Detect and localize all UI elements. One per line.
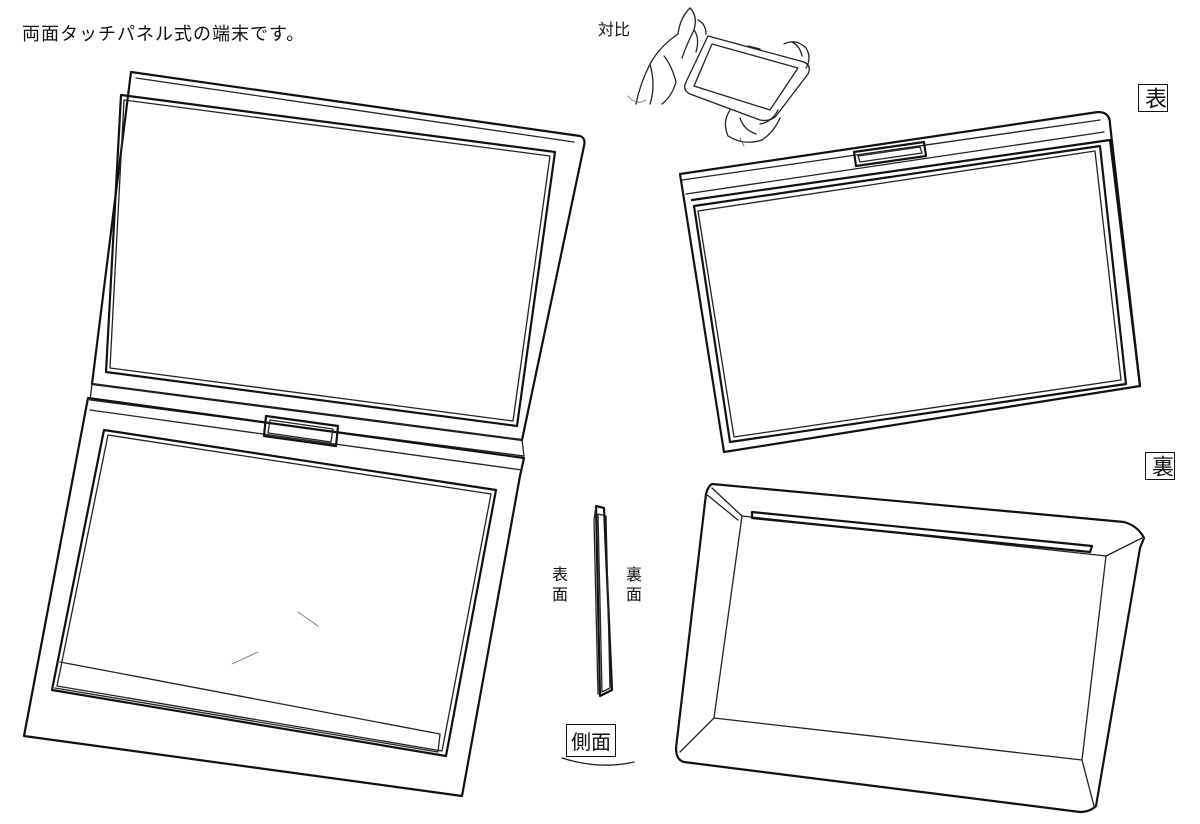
back-face-view — [674, 482, 1146, 814]
back-face-side-label: 裏面 — [623, 566, 642, 606]
caption-text: 両面タッチパネル式の端末です。 — [22, 24, 306, 45]
contrast-label: 対比 — [598, 20, 631, 39]
front-face-view — [678, 110, 1142, 454]
hands-holding-device-sketch — [627, 7, 810, 147]
back-mark: 裏 — [1145, 452, 1175, 480]
side-mark: 側面 — [566, 724, 616, 757]
side-label-underline — [561, 757, 635, 766]
open-device-lower-panel — [22, 396, 526, 798]
open-device-upper-panel — [89, 70, 586, 457]
side-view — [593, 504, 614, 698]
front-face-side-label: 表面 — [549, 566, 568, 606]
front-mark: 表 — [1138, 84, 1168, 112]
